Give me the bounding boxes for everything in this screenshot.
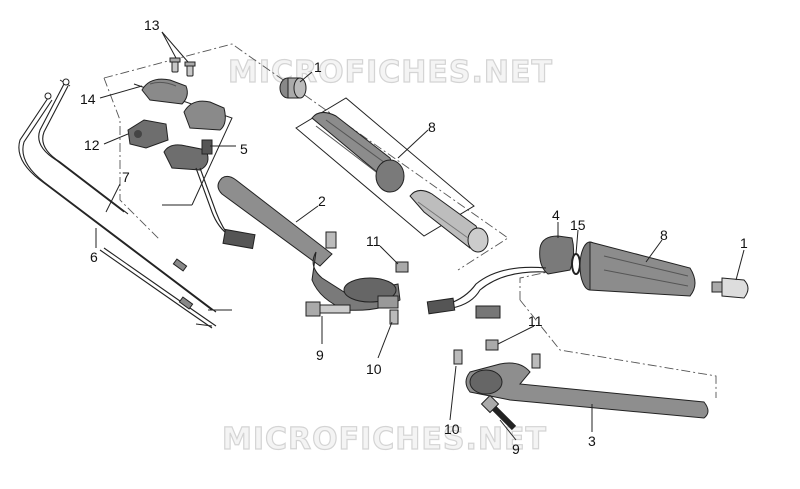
callout-5: 5 [240, 141, 248, 157]
part-10-screw-right [453, 349, 463, 365]
watermark-top: MICROFICHES.NET [228, 55, 553, 90]
callout-11-right: 11 [528, 313, 543, 329]
leader-lines [95, 31, 745, 441]
part-3-right-handlebar [465, 362, 709, 419]
part-12-switch-body [127, 119, 169, 149]
part-11-nut-left [325, 231, 409, 273]
part-8-grip-right [579, 241, 696, 297]
callout-12: 12 [84, 137, 100, 153]
callout-14: 14 [80, 91, 96, 107]
part-8-grips-left [295, 97, 489, 253]
part-9-bolt-right [480, 394, 517, 431]
callout-6: 6 [90, 249, 98, 265]
watermark-bottom: MICROFICHES.NET [222, 422, 547, 457]
part-4-right-switch-housing [426, 235, 575, 319]
part-15-o-ring [571, 253, 581, 275]
part-2-left-handlebar [217, 175, 401, 311]
callout-8-right: 8 [660, 227, 668, 243]
part-7-throttle-cable [38, 78, 129, 215]
callout-10-left: 10 [366, 361, 382, 377]
part-14-switch-cover [141, 78, 188, 105]
callout-1-right: 1 [740, 235, 748, 251]
callout-8-left: 8 [428, 119, 436, 135]
callout-11-left: 11 [366, 233, 381, 249]
callout-1-left: 1 [314, 59, 322, 75]
callout-3: 3 [588, 433, 596, 449]
part-5-switch-housing-lower [163, 139, 256, 250]
callout-15: 15 [570, 217, 586, 233]
callout-7: 7 [122, 169, 130, 185]
part-13-screws [169, 57, 196, 77]
part-6-throttle-cable [18, 92, 232, 329]
part-1-bar-end-right [711, 277, 749, 299]
callout-9-right: 9 [512, 441, 520, 457]
left-assembly-boundary [103, 43, 509, 271]
right-assembly-boundary [519, 271, 717, 398]
callout-4: 4 [552, 207, 560, 223]
callout-9-left: 9 [316, 347, 324, 363]
callout-labels: 13 14 12 5 1 8 2 7 6 9 10 11 4 15 8 1 11… [80, 17, 748, 457]
callout-2: 2 [318, 193, 326, 209]
callout-13: 13 [144, 17, 160, 33]
part-1-bar-end-left [279, 77, 307, 99]
part-11-nut-right [485, 339, 541, 369]
callout-10-right: 10 [444, 421, 460, 437]
part-10-screw-left [389, 309, 399, 325]
part-5-switch-housing-upper [183, 100, 226, 131]
part-9-bolt-left [305, 301, 351, 317]
